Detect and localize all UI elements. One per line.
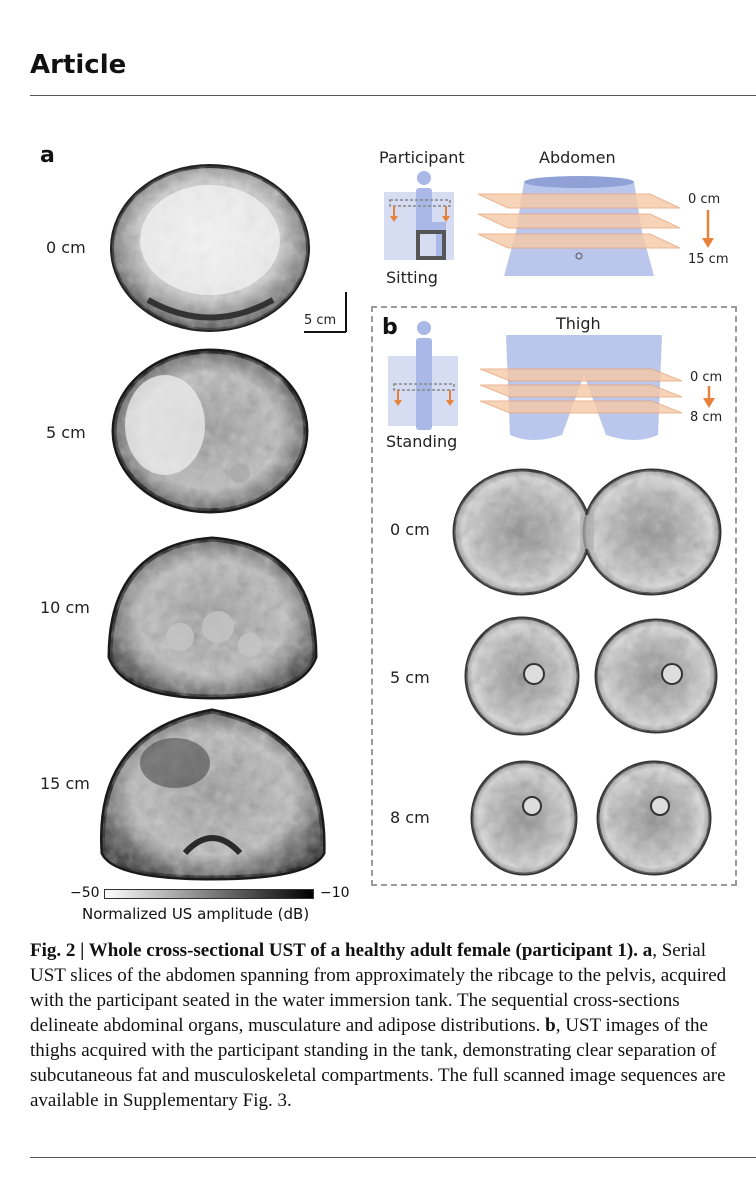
abdomen-scan-5cm bbox=[111, 348, 309, 514]
abdomen-scan-15cm bbox=[99, 708, 326, 881]
standing-figure-icon bbox=[388, 321, 458, 430]
page-section-title: Article bbox=[30, 50, 127, 80]
caption-fig-label: Fig. 2 | bbox=[30, 940, 89, 961]
thigh-depth-label-0cm: 0 cm bbox=[390, 520, 430, 539]
thigh-depth-end: 8 cm bbox=[690, 410, 723, 425]
abdomen-depth-start: 0 cm bbox=[688, 192, 721, 207]
abdomen-region-label: Abdomen bbox=[539, 148, 616, 167]
thigh-scan-5cm bbox=[464, 616, 718, 736]
standing-label: Standing bbox=[386, 432, 458, 451]
sitting-figure-icon bbox=[384, 171, 454, 260]
abdomen-scan-10cm bbox=[107, 536, 318, 700]
panel-a-letter: a bbox=[40, 143, 55, 168]
colorbar-max-label: −10 bbox=[320, 885, 350, 901]
thigh-schematic bbox=[479, 335, 683, 440]
caption-a-text: , Serial UST slices of the abdomen spann… bbox=[30, 940, 727, 1036]
colorbar-gradient bbox=[104, 889, 314, 899]
colorbar-title: Normalized US amplitude (dB) bbox=[82, 905, 310, 923]
thigh-depth-arrow bbox=[703, 386, 715, 408]
depth-label-5cm: 5 cm bbox=[46, 423, 86, 442]
colorbar-min-label: −50 bbox=[70, 885, 100, 901]
depth-label-15cm: 15 cm bbox=[40, 774, 90, 793]
caption-title: Whole cross-sectional UST of a healthy a… bbox=[88, 940, 638, 961]
participant-label: Participant bbox=[379, 148, 465, 167]
thigh-region-label: Thigh bbox=[556, 314, 601, 333]
panel-b-letter: b bbox=[382, 315, 398, 340]
panel-b-frame bbox=[371, 306, 737, 886]
depth-label-10cm: 10 cm bbox=[40, 598, 90, 617]
sitting-label: Sitting bbox=[386, 268, 438, 287]
figure-caption: Fig. 2 | Whole cross-sectional UST of a … bbox=[30, 938, 736, 1113]
abdomen-schematic bbox=[477, 176, 681, 276]
caption-b-label: b bbox=[545, 1015, 556, 1036]
thigh-depth-label-8cm: 8 cm bbox=[390, 808, 430, 827]
colorbar: −50 −10 Normalized US amplitude (dB) bbox=[70, 885, 370, 925]
top-rule bbox=[30, 95, 756, 96]
bottom-rule bbox=[30, 1157, 756, 1158]
thigh-scan-8cm bbox=[470, 760, 712, 876]
abdomen-depth-arrow bbox=[702, 210, 714, 248]
thigh-scan-0cm bbox=[452, 468, 722, 596]
depth-label-0cm: 0 cm bbox=[46, 238, 86, 257]
caption-a-label: a bbox=[642, 940, 653, 961]
abdomen-scan-0cm bbox=[110, 164, 310, 332]
thigh-depth-start: 0 cm bbox=[690, 370, 723, 385]
scale-bar-label: 5 cm bbox=[304, 313, 337, 328]
thigh-depth-label-5cm: 5 cm bbox=[390, 668, 430, 687]
scale-bar bbox=[304, 292, 347, 333]
caption-b-text: , UST images of the thighs acquired with… bbox=[30, 1015, 726, 1111]
abdomen-depth-end: 15 cm bbox=[688, 252, 729, 267]
